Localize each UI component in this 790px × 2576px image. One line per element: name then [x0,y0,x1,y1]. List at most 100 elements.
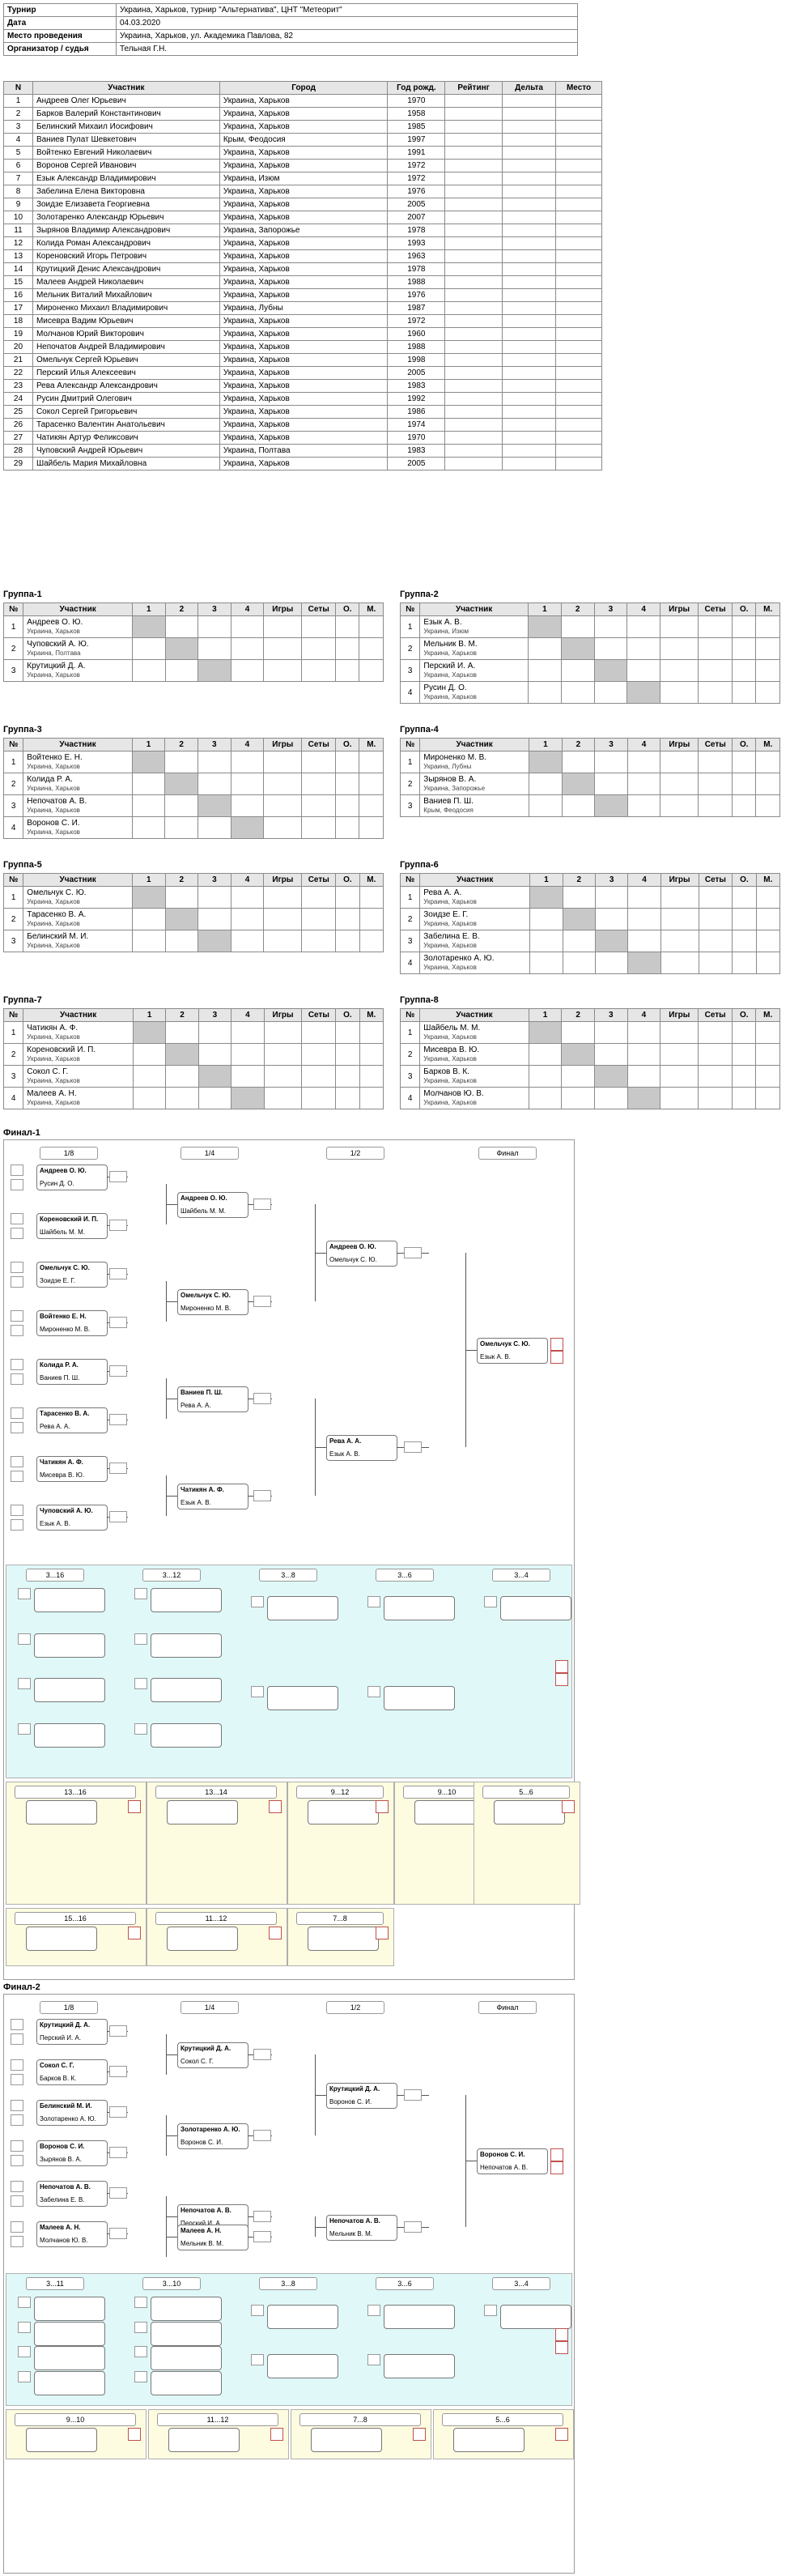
group-col-header: Участник [23,1008,134,1022]
participant-cell: 2 [3,107,33,121]
participant-cell [501,146,557,160]
group-title: Группа-2 [400,590,439,599]
participant-cell [555,133,602,147]
group-participant-city: Украина, Харьков [27,807,80,814]
participant-cell [444,288,503,302]
seed-slot [18,1588,31,1599]
group-stat-cell [732,637,757,660]
participant-cell: 14 [3,262,33,276]
participant-cell [501,172,557,185]
group-stat-cell [698,751,733,773]
round-label: 15...16 [15,1912,136,1925]
participant-cell [444,379,503,393]
place-badge [376,1800,389,1813]
group-row-number: 2 [399,908,421,930]
participant-cell: 1988 [387,340,446,354]
group-participant: Зырянов В. А.Украина, Запорожье [419,773,530,795]
match-box [34,2321,105,2346]
participant-cell: Воронов Сергей Иванович [32,159,220,172]
group-result-cell [165,1021,199,1044]
match-box [151,1633,222,1658]
participant-cell: 1998 [387,353,446,367]
round-label: 9...10 [15,2413,136,2426]
group-participant-name: Шайбель М. М. [423,1024,481,1033]
participant-cell [501,120,557,134]
group-stat-cell [755,794,780,817]
seed-slot [11,2221,23,2233]
participant-cell [501,405,557,419]
group-row-number: 4 [399,952,421,974]
group-participant-city: Украина, Харьков [27,785,80,792]
match-box [500,1596,571,1620]
match-player-1: Белинский М. И. [40,2102,92,2110]
participant-cell [555,405,602,419]
group-col-header: О. [732,1008,757,1022]
group-self-cell [164,637,199,660]
group-col-header: № [2,738,24,752]
participant-cell: 2007 [387,211,446,224]
round-label: 1/2 [326,2001,384,2014]
group-participant-city: Украина, Запорожье [423,785,486,792]
participant-cell: 22 [3,366,33,380]
group-stat-cell [301,794,337,817]
participant-cell [555,275,602,289]
participant-cell: Кореновский Игорь Петрович [32,249,220,263]
group-result-cell [593,615,628,638]
group-self-cell [164,908,199,930]
seed-slot [11,1373,23,1385]
group-participant: Шайбель М. М.Украина, Харьков [419,1021,529,1044]
match-box: Ваниев П. Ш.Рева А. А. [177,1386,248,1412]
group-stat-cell [755,773,780,795]
group-result-cell [594,886,629,909]
match-player-1: Крутицкий Д. А. [40,2021,91,2029]
participants-col-header: Место [555,81,602,95]
group-col-header: 1 [131,873,166,887]
group-col-header: Сеты [301,738,337,752]
match-player-2: Барков В. К. [40,2075,77,2082]
participant-cell: 10 [3,211,33,224]
next-slot [253,1393,271,1404]
match-player-1: Войтенко Е. Н. [40,1313,87,1320]
match-box: Воронов С. И.Зырянов В. А. [36,2140,108,2166]
participant-cell [444,444,503,458]
group-stat-cell [732,751,757,773]
participant-cell: 11 [3,224,33,237]
participant-cell: 26 [3,418,33,432]
next-slot [109,2147,127,2158]
group-title: Группа-5 [3,860,42,870]
group-result-cell [131,773,166,795]
participant-cell: Украина, Харьков [219,288,389,302]
group-stat-cell [660,773,699,795]
participant-cell [444,392,503,406]
group-stat-cell [301,816,337,839]
bracket-line [315,1447,326,1448]
group-result-cell [626,1021,661,1044]
match-player-1: Омельчук С. Ю. [40,1264,90,1271]
group-stat-cell [732,1043,757,1066]
group-self-cell [626,681,661,704]
seed-slot [18,1633,31,1645]
group-stat-cell [335,816,360,839]
group-stat-cell [335,886,360,909]
group-col-header: Сеты [301,1008,337,1022]
group-stat-cell [755,908,781,930]
group-col-header: 2 [560,602,595,616]
next-slot [253,2211,271,2222]
group-result-cell [594,773,628,795]
participant-cell: 16 [3,288,33,302]
match-box [267,2305,338,2329]
participant-cell [444,185,503,198]
group-stat-cell [359,659,384,682]
group-row-number: 1 [2,1021,24,1044]
group-self-cell [198,1065,232,1088]
participant-cell: 25 [3,405,33,419]
match-player-2: Зырянов В. А. [40,2156,82,2163]
participant-cell [555,327,602,341]
group-self-cell [562,908,596,930]
participant-cell: 15 [3,275,33,289]
participant-cell: Омельчук Сергей Юрьевич [32,353,220,367]
